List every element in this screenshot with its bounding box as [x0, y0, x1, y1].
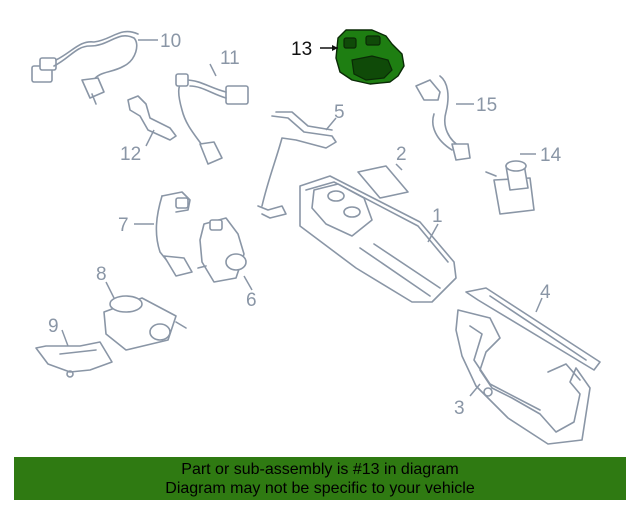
callout-11: 11	[220, 48, 240, 69]
part-2	[357, 165, 409, 199]
part-4	[465, 287, 601, 371]
part-12	[127, 95, 177, 141]
leader-6	[243, 275, 253, 291]
callout-7: 7	[118, 215, 129, 236]
arrow-13	[332, 45, 338, 51]
part-9	[35, 341, 113, 378]
leader-2	[395, 163, 403, 171]
callout-14: 14	[540, 145, 562, 166]
callout-6: 6	[246, 290, 257, 311]
callout-1: 1	[432, 206, 443, 227]
leader-12	[145, 129, 155, 147]
callout-13: 13	[291, 39, 312, 60]
callout-8: 8	[96, 264, 107, 285]
parts-diagram: 13 10 11 12 5 2	[31, 29, 601, 445]
callout-15: 15	[476, 95, 497, 116]
part-14	[485, 160, 535, 215]
leader-5	[325, 117, 337, 131]
callout-10: 10	[160, 31, 181, 52]
callout-4: 4	[540, 282, 551, 303]
banner-line-part: Part or sub-assembly is #13 in diagram	[181, 461, 459, 478]
banner-line-disclaimer: Diagram may not be specific to your vehi…	[165, 480, 475, 497]
leader-3	[469, 383, 481, 397]
part-1	[299, 175, 457, 303]
callout-12: 12	[120, 144, 141, 165]
part-13-highlighted[interactable]	[335, 29, 405, 85]
part-11	[175, 73, 249, 165]
leader-1	[427, 223, 439, 243]
leader-8	[105, 281, 115, 299]
part-8	[103, 295, 187, 351]
part-10	[31, 30, 139, 105]
leader-11	[209, 63, 217, 77]
part-15	[415, 75, 471, 161]
part-6	[197, 217, 247, 283]
callout-2: 2	[396, 144, 407, 165]
info-banner: Part or sub-assembly is #13 in diagram D…	[14, 457, 626, 500]
leader-9	[61, 329, 69, 347]
callout-3: 3	[454, 398, 465, 419]
part-5	[257, 111, 337, 219]
part-7	[155, 191, 193, 277]
callout-5: 5	[334, 102, 345, 123]
part-3	[455, 309, 591, 445]
leader-4	[535, 297, 543, 313]
callout-9: 9	[48, 316, 59, 337]
